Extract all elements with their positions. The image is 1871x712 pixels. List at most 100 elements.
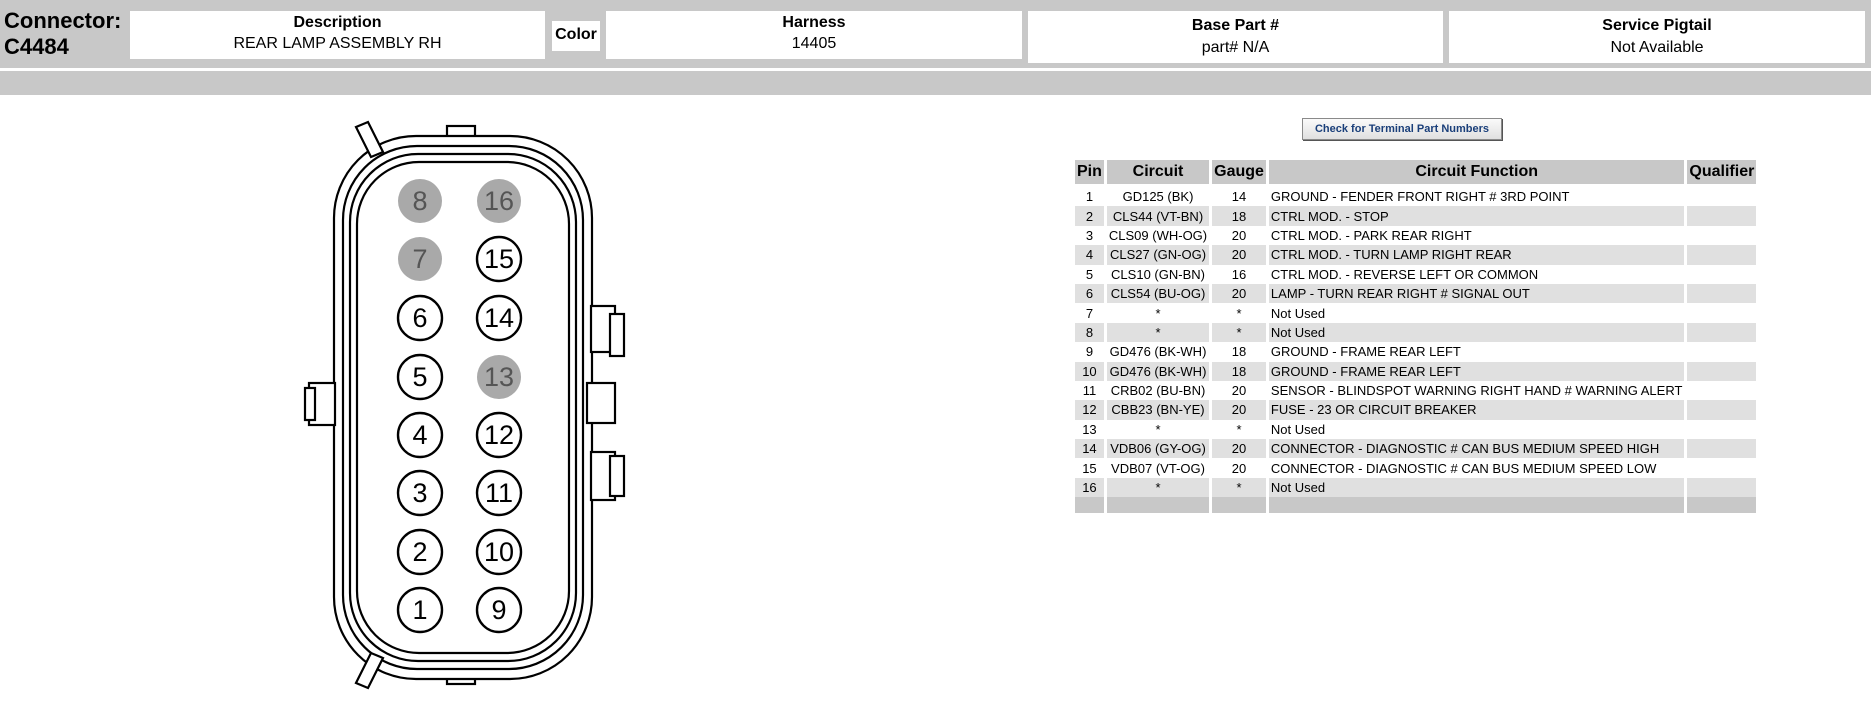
pin-9: 9 xyxy=(475,586,523,634)
pin-circle xyxy=(396,528,444,576)
column-header-pin: Pin xyxy=(1075,160,1104,187)
pin-label: 6 xyxy=(412,303,427,333)
cell-pin: 8 xyxy=(1075,322,1104,343)
pin-11: 11 xyxy=(475,469,523,517)
footer-cell xyxy=(1075,497,1104,514)
section-divider xyxy=(0,71,1871,95)
cell-pin: 4 xyxy=(1075,245,1104,265)
cell-qualifier xyxy=(1687,381,1756,400)
cell-qualifier xyxy=(1687,458,1756,477)
cell-qualifier xyxy=(1687,226,1756,245)
cell-qualifier xyxy=(1687,283,1757,304)
pin-13: 13 xyxy=(477,355,521,399)
pin-14: 14 xyxy=(475,294,523,342)
table-row: 7**Not Used xyxy=(1075,303,1756,322)
cell-qualifier xyxy=(1687,400,1757,420)
base-part-box: Base Part # part# N/A xyxy=(1028,11,1443,63)
cell-circuit: GD476 (BK-WH) xyxy=(1106,361,1210,381)
footer-cell xyxy=(1687,497,1757,514)
pin-circle xyxy=(396,294,444,342)
pin-circle xyxy=(475,469,523,517)
pin-label: 16 xyxy=(484,186,514,216)
color-caption: Color xyxy=(555,26,597,43)
cell-function: Not Used xyxy=(1268,477,1685,498)
cell-pin: 1 xyxy=(1085,189,1094,205)
cell-circuit: CLS09 (WH-OG) xyxy=(1108,227,1208,243)
harness-caption: Harness xyxy=(782,14,846,31)
check-terminal-part-numbers-button[interactable]: Check for Terminal Part Numbers xyxy=(1302,118,1502,140)
cell-pin: 12 xyxy=(1075,400,1104,420)
pin-10: 10 xyxy=(475,528,523,576)
base-part-value: part# N/A xyxy=(1201,39,1270,56)
pin-6: 6 xyxy=(396,294,444,342)
cell-pin: 15 xyxy=(1082,460,1097,476)
cell-pin: 2 xyxy=(1075,206,1104,226)
pin-circle xyxy=(396,469,444,517)
table-row: 13 * * Not Used xyxy=(1075,420,1756,439)
cell-gauge: * xyxy=(1236,421,1242,437)
cell-circuit: * xyxy=(1155,421,1161,437)
pin-label: 7 xyxy=(412,244,427,274)
cell-function: CONNECTOR - DIAGNOSTIC # CAN BUS MEDIUM … xyxy=(1268,439,1685,459)
cell-function: CTRL MOD. - REVERSE LEFT OR COMMON xyxy=(1270,266,1539,282)
cell-circuit: * xyxy=(1106,322,1210,343)
cell-function: GROUND - FRAME REAR LEFT xyxy=(1268,361,1685,381)
table-row: 16**Not Used xyxy=(1075,477,1757,498)
pin-16: 16 xyxy=(477,179,521,223)
cell-function: CTRL MOD. - TURN LAMP RIGHT REAR xyxy=(1268,245,1685,265)
description-box: Description REAR LAMP ASSEMBLY RH xyxy=(130,11,545,59)
pin-7: 7 xyxy=(398,237,442,281)
cell-pin: 16 xyxy=(1075,477,1104,498)
cell-function: GROUND - FENDER FRONT RIGHT # 3RD POINT xyxy=(1270,189,1570,205)
cell-circuit: GD125 (BK) xyxy=(1122,189,1194,205)
pin-label: 13 xyxy=(484,362,514,392)
cell-qualifier xyxy=(1687,420,1756,439)
column-header-qualifier: Qualifier xyxy=(1687,160,1757,187)
cell-qualifier xyxy=(1687,322,1757,343)
pin-12: 12 xyxy=(475,411,523,459)
pin-circle xyxy=(475,528,523,576)
cell-pin: 3 xyxy=(1085,227,1094,243)
footer-cell xyxy=(1106,497,1210,514)
pin-circle xyxy=(396,353,444,401)
cell-circuit: * xyxy=(1106,477,1210,498)
table-footer-row xyxy=(1075,497,1757,514)
cell-qualifier xyxy=(1687,477,1757,498)
pin-label: 2 xyxy=(412,537,427,567)
cell-qualifier xyxy=(1687,342,1756,361)
cell-function: CTRL MOD. - PARK REAR RIGHT xyxy=(1270,227,1472,243)
pin-circle xyxy=(475,586,523,634)
pin-2: 2 xyxy=(396,528,444,576)
pin-3: 3 xyxy=(396,469,444,517)
pin-circle xyxy=(475,294,523,342)
pin-15: 15 xyxy=(475,235,523,283)
cell-circuit: VDB06 (GY-OG) xyxy=(1106,439,1210,459)
cell-pin: 13 xyxy=(1082,421,1097,437)
cell-gauge: * xyxy=(1212,477,1266,498)
pin-circle xyxy=(396,411,444,459)
harness-value: 14405 xyxy=(791,35,837,52)
pin-circle xyxy=(398,179,442,223)
cell-gauge: 20 xyxy=(1212,245,1266,265)
cell-qualifier xyxy=(1687,439,1757,459)
cell-gauge: 20 xyxy=(1212,439,1266,459)
cell-pin: 14 xyxy=(1075,439,1104,459)
pin-8: 8 xyxy=(398,179,442,223)
pin-label: 15 xyxy=(484,244,514,274)
cell-function: LAMP - TURN REAR RIGHT # SIGNAL OUT xyxy=(1268,283,1685,304)
table-body: 1 GD125 (BK) 14 GROUND - FENDER FRONT RIGHT… xyxy=(1075,187,1757,514)
cell-circuit: CLS44 (VT-BN) xyxy=(1106,206,1210,226)
cell-qualifier xyxy=(1687,361,1757,381)
cell-gauge: 16 xyxy=(1231,266,1247,282)
cell-function: Not Used xyxy=(1270,421,1326,437)
cell-pin: 6 xyxy=(1075,283,1104,304)
service-pigtail-caption: Service Pigtail xyxy=(1602,17,1712,34)
